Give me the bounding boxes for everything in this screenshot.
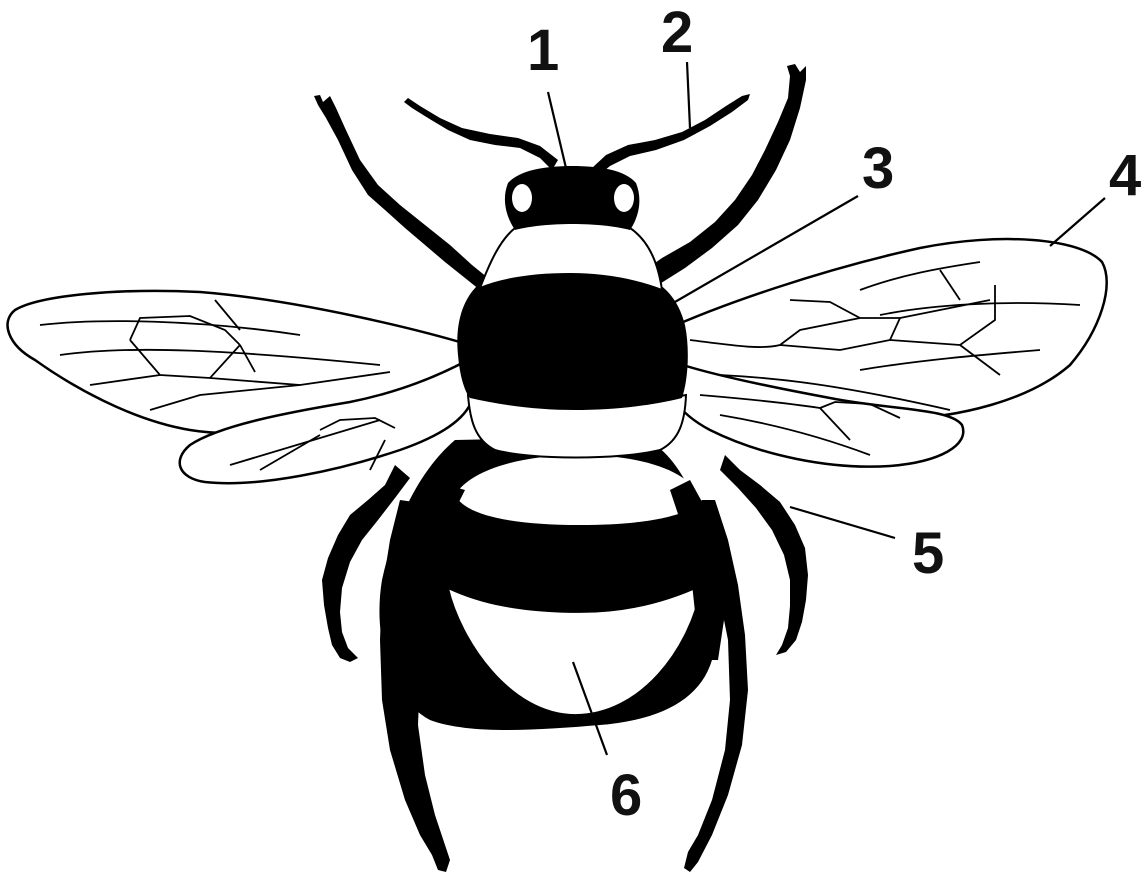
- leader-line-2: [687, 62, 690, 128]
- label-6: 6: [610, 763, 642, 828]
- front-left-leg: [314, 95, 488, 290]
- label-3: 3: [862, 136, 894, 201]
- bee-body: [379, 166, 724, 730]
- right-eye: [614, 184, 634, 212]
- label-1: 1: [527, 18, 559, 83]
- leader-line-4: [1050, 198, 1105, 246]
- front-right-leg: [645, 64, 806, 285]
- left-eye: [512, 184, 532, 212]
- thorax: [457, 272, 688, 410]
- label-2: 2: [661, 0, 693, 65]
- left-antenna: [404, 98, 558, 170]
- right-antenna: [592, 94, 750, 176]
- leader-line-5: [790, 507, 895, 538]
- label-5: 5: [912, 521, 944, 586]
- label-4: 4: [1109, 143, 1141, 208]
- antennae: [404, 94, 750, 176]
